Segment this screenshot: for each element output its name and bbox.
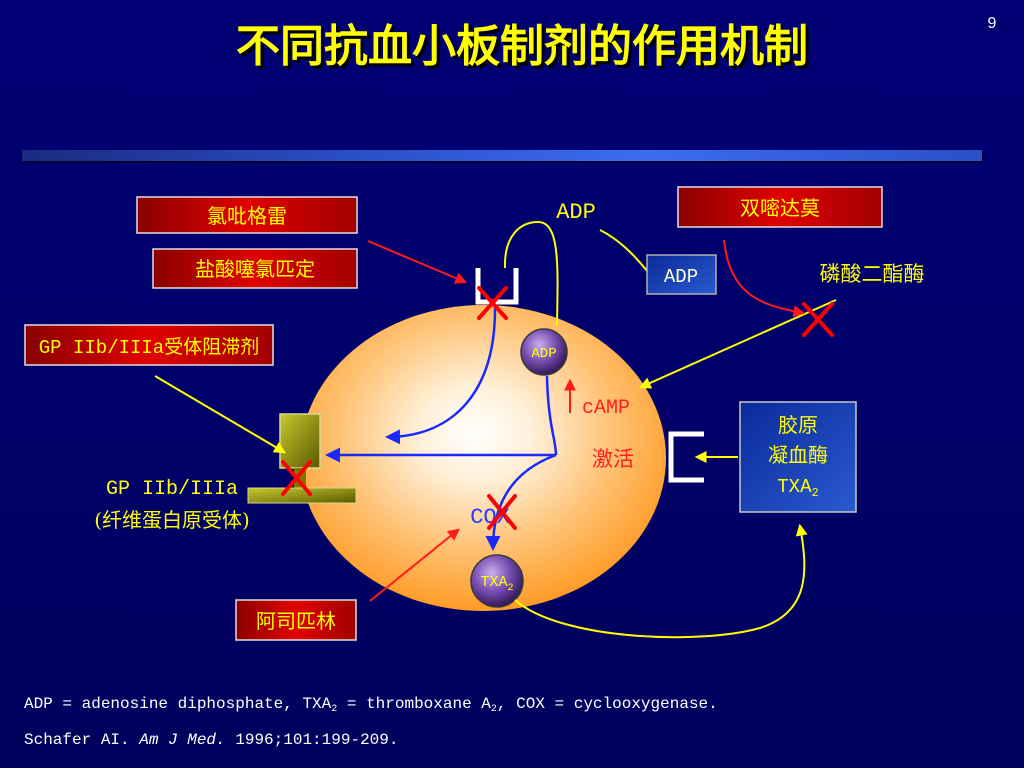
arrow-gp-blocker-to-receptor [154, 375, 287, 454]
inhibition-x-cox [487, 494, 517, 530]
agonist-txa2-subscript: 2 [812, 486, 819, 500]
activation-label: 激活 [592, 447, 634, 471]
clopidogrel-label: 氯吡格雷 [207, 204, 287, 228]
slide-title: 不同抗血小板制剂的作用机制 [236, 21, 808, 72]
title-divider [22, 150, 982, 161]
adp-granule-label: ADP [531, 346, 556, 362]
txa2-granule: TXA2 [470, 554, 524, 608]
aspirin-box: 阿司匹林 [235, 599, 357, 641]
agonist-txa2-text: TXA [777, 476, 812, 498]
inhibition-x-gp-receptor [281, 460, 312, 496]
txa2-granule-label: TXA2 [480, 574, 513, 594]
agonist-receptor [668, 431, 704, 483]
signal-arrow-hub-to-txa2 [485, 453, 557, 551]
footer-citation: Schafer AI. Am J Med. 1996;101:199-209. [24, 730, 398, 750]
abbrev-part1: ADP = adenosine diphosphate, TXA [24, 695, 332, 713]
agonist-collagen: 胶原 [778, 413, 818, 437]
arrow-txa2-release-loop [514, 523, 808, 639]
citation-authors: Schafer AI. [24, 731, 140, 749]
inhibition-x-phosphodiesterase [802, 302, 834, 337]
ticlopidine-box: 盐酸噻氯匹定 [152, 248, 358, 289]
citation-journal: Am J Med. [139, 731, 226, 749]
agonist-box: 胶原 凝血酶 TXA2 [739, 401, 857, 513]
gp-blocker-box: GP IIb/IIIa受体阻滞剂 [24, 324, 274, 366]
page-number: 9 [987, 15, 997, 32]
signal-line-granule-to-hub [545, 375, 558, 456]
arrow-aspirin-to-cox [369, 528, 460, 602]
adp-box: ADP [646, 254, 717, 295]
agonist-txa2: TXA2 [777, 476, 818, 500]
txa2-granule-text: TXA [480, 574, 507, 591]
signal-arrow-receptor-to-cell [385, 305, 497, 445]
arrow-phosphodiesterase-to-cell [638, 299, 837, 389]
abbrev-part2: = thromboxane A [337, 695, 491, 713]
adp-to-adp-box-line [599, 229, 649, 273]
dipyridamole-label: 双嘧达莫 [740, 196, 820, 220]
abbrev-part3: , COX = cyclooxygenase. [496, 695, 718, 713]
ticlopidine-label: 盐酸噻氯匹定 [195, 257, 315, 281]
adp-released-label: ADP [556, 200, 596, 225]
agonist-thrombin: 凝血酶 [768, 443, 828, 467]
abbrev-sub1: 2 [331, 704, 338, 715]
adp-release-loop [503, 220, 559, 327]
dipyridamole-box: 双嘧达莫 [677, 186, 883, 228]
adp-granule: ADP [520, 328, 568, 376]
footer-abbreviations: ADP = adenosine diphosphate, TXA2 = thro… [24, 694, 718, 715]
txa2-granule-subscript: 2 [508, 583, 514, 594]
gp-receptor-label: GP IIb/IIIa [106, 478, 238, 501]
citation-details: 1996;101:199-209. [225, 731, 399, 749]
clopidogrel-box: 氯吡格雷 [136, 196, 358, 234]
camp-label: cAMP [582, 397, 630, 420]
abbrev-sub2: 2 [490, 704, 497, 715]
gp-blocker-label: GP IIb/IIIa受体阻滞剂 [39, 336, 259, 359]
arrow-dipyridamole-to-phosphodiesterase [723, 239, 806, 318]
arrow-clopidogrel-to-adp-receptor [367, 240, 468, 284]
inhibition-x-adp-receptor [477, 286, 508, 320]
adp-box-label: ADP [664, 266, 698, 288]
aspirin-label: 阿司匹林 [256, 609, 336, 633]
adp-receptor [475, 268, 519, 305]
gp-receptor-note: (纤维蛋白原受体) [94, 508, 250, 532]
phosphodiesterase-label: 磷酸二酯酶 [820, 262, 925, 286]
